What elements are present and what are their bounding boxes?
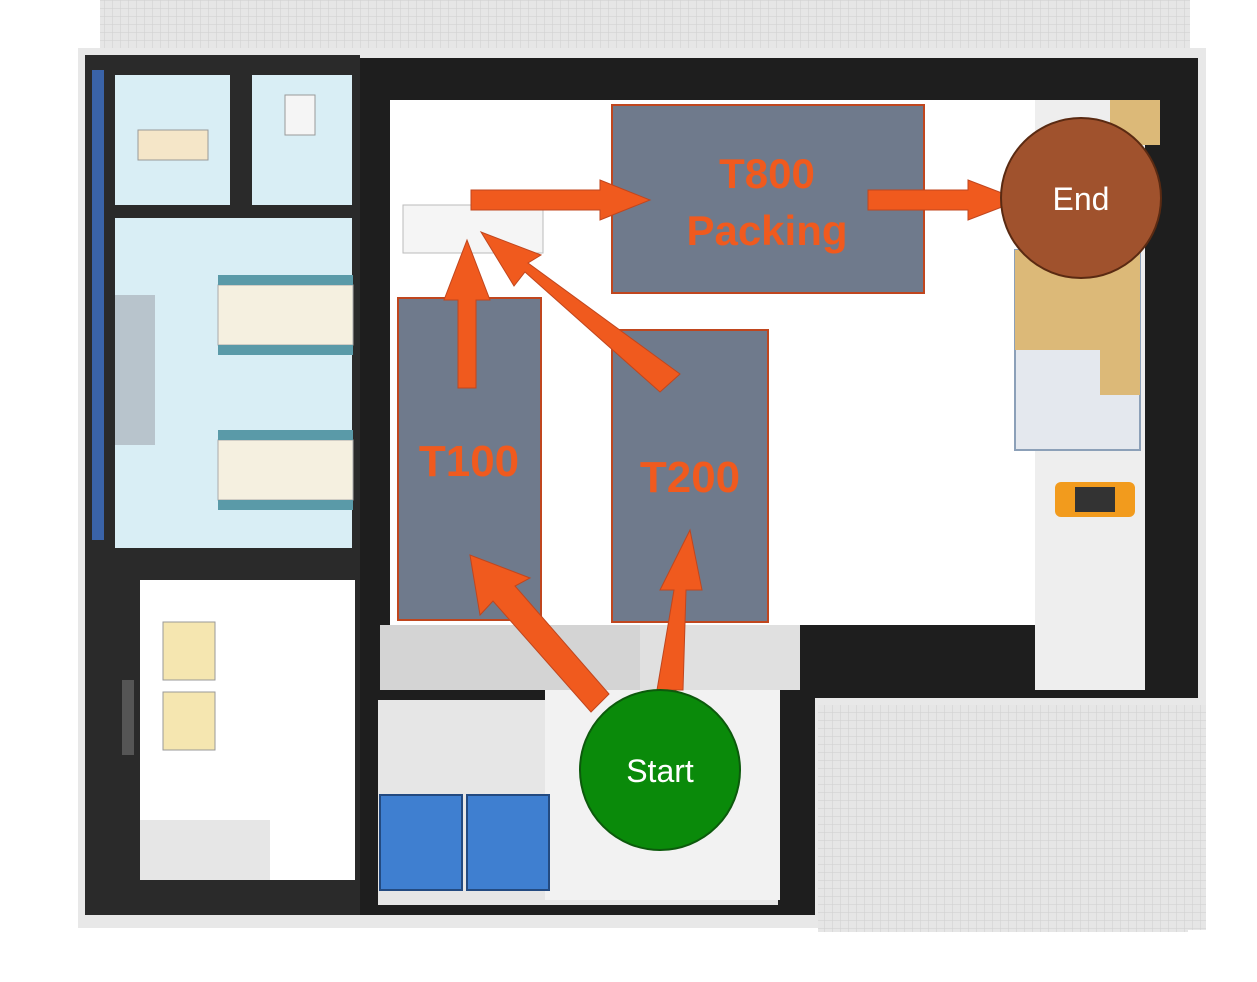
zone-t100-label: T100: [419, 437, 519, 486]
end-node: End: [1000, 117, 1162, 279]
zone-t800-label-line1: T800: [719, 150, 815, 197]
meeting-table: [137, 129, 209, 161]
forklift: [1055, 482, 1135, 517]
lower-left-shadow: [140, 820, 270, 880]
start-node: Start: [579, 689, 741, 851]
lower-left-door: [122, 680, 134, 755]
blue-container-2: [466, 794, 550, 891]
flow-arrows: [443, 179, 1022, 713]
desk-cluster-upper: [217, 275, 354, 355]
conveyor: [402, 204, 544, 254]
outside-notch: [818, 705, 1206, 930]
staircase: [115, 295, 155, 445]
arrow-start-to-t100: [469, 554, 610, 713]
end-label: End: [1053, 181, 1110, 217]
zone-t200-label: T200: [640, 453, 740, 502]
arrow-conveyor-to-t800: [470, 179, 652, 221]
arrow-start-to-t200: [656, 528, 703, 691]
outside-ground-top: [100, 0, 1190, 50]
start-label: Start: [626, 753, 694, 789]
blue-container-1: [379, 794, 463, 891]
desk-cluster-lower: [217, 430, 354, 510]
arrow-t200-to-conveyor: [479, 231, 681, 393]
lower-left-table-1: [162, 621, 216, 681]
zone-t800-label-line2: Packing: [686, 207, 847, 254]
office-windows: [92, 70, 104, 540]
lower-left-table-2: [162, 691, 216, 751]
arrow-t800-to-end: [867, 179, 1022, 221]
arrow-t100-to-conveyor: [443, 238, 491, 389]
zone-t800: T800 Packing: [611, 104, 925, 294]
office-desk: [284, 94, 316, 136]
